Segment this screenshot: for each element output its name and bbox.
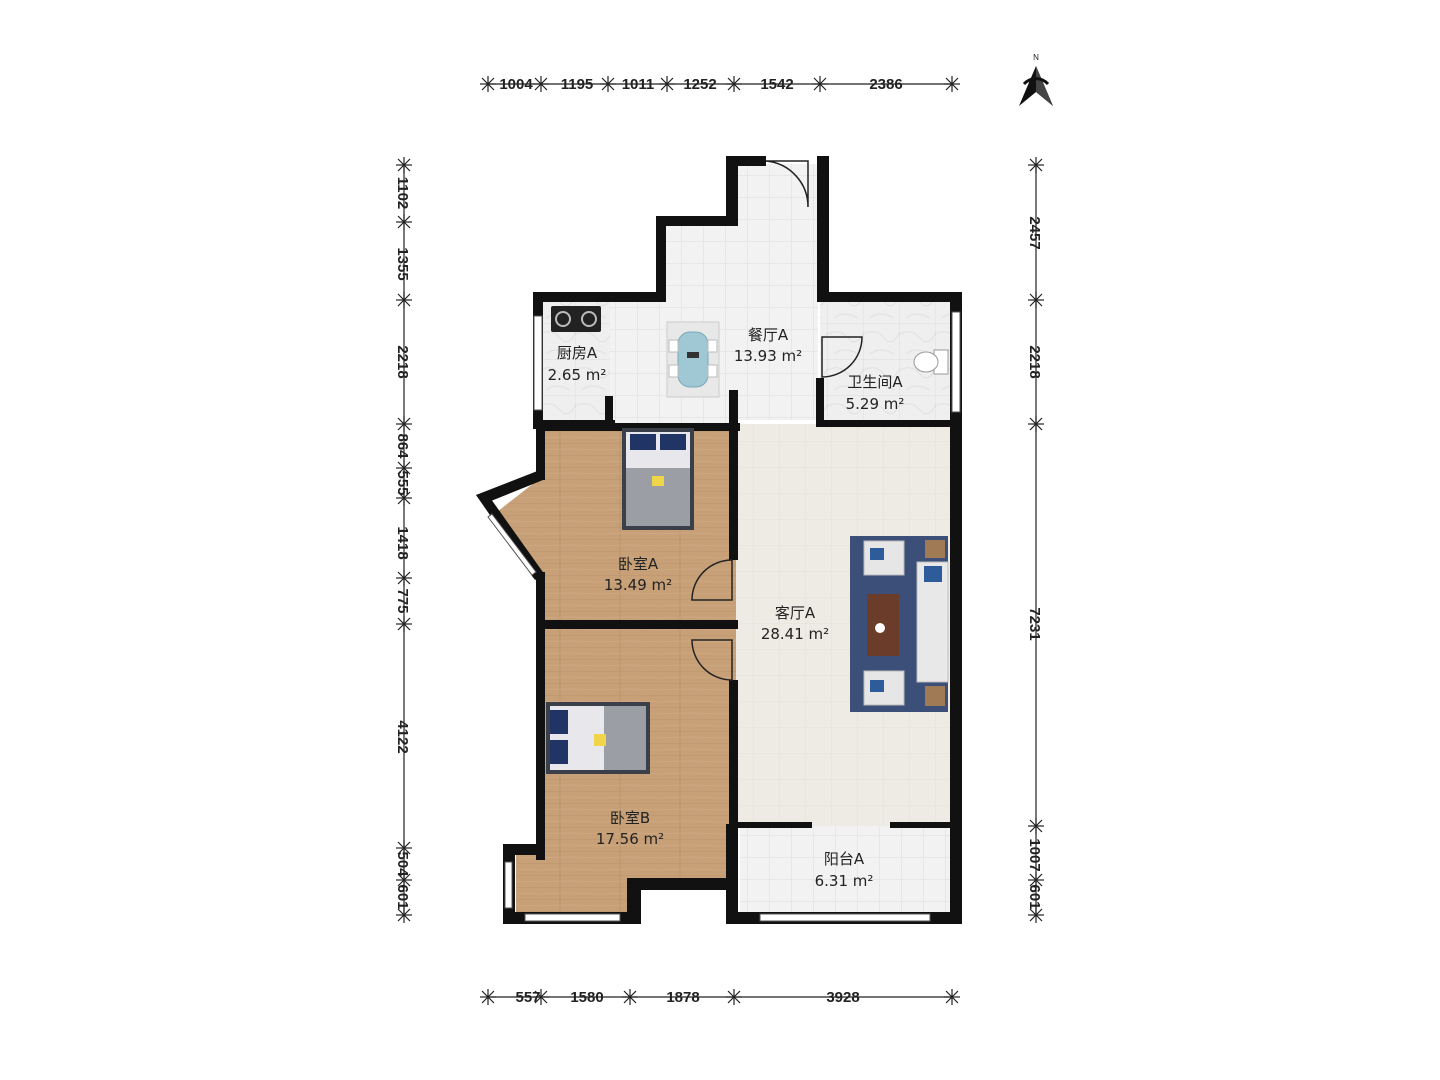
door-swing xyxy=(691,639,733,681)
wall xyxy=(729,390,738,428)
dim-bottom-label: 1580 xyxy=(570,989,603,1006)
room-area-living: 28.41 m² xyxy=(761,625,829,643)
room-name-living: 客厅A xyxy=(775,604,816,622)
wall xyxy=(627,878,738,890)
room-area-bedroom-b: 17.56 m² xyxy=(596,830,664,848)
door-swing xyxy=(765,160,809,208)
dim-right-label: 1007 xyxy=(1026,838,1043,871)
room-name-bedroom-a: 卧室A xyxy=(618,555,659,573)
door-swing xyxy=(821,336,863,378)
stove-icon xyxy=(551,306,601,332)
dim-top-label: 1004 xyxy=(499,76,533,93)
bed-b-icon xyxy=(546,702,650,774)
room-labels: 餐厅A 13.93 m² 厨房A 2.65 m² 卫生间A 5.29 m² 卧室… xyxy=(548,326,905,890)
wall xyxy=(816,420,955,427)
living-set-icon xyxy=(850,536,949,712)
dim-left-label: 1418 xyxy=(394,526,411,559)
wall xyxy=(726,156,766,166)
dim-labels-top: 1004 1195 1011 1252 1542 2386 xyxy=(499,76,902,93)
dim-bottom-label: 1878 xyxy=(666,989,699,1006)
wall xyxy=(536,572,545,860)
room-area-balcony: 6.31 m² xyxy=(815,872,874,890)
wall xyxy=(540,620,738,629)
door-swing xyxy=(691,559,733,601)
wall xyxy=(536,428,545,480)
dim-left-label: 601 xyxy=(394,884,411,909)
wall xyxy=(476,470,543,503)
wall xyxy=(729,428,738,560)
room-name-balcony: 阳台A xyxy=(824,850,865,868)
room-name-kitchen: 厨房A xyxy=(557,344,598,362)
balcony-floor xyxy=(740,826,955,915)
room-name-dining: 餐厅A xyxy=(748,326,789,344)
wall xyxy=(656,216,738,226)
dimension-lines xyxy=(403,83,1037,998)
dim-bottom-label: 3928 xyxy=(826,989,859,1006)
dim-top-label: 1252 xyxy=(683,76,716,93)
room-name-bathroom: 卫生间A xyxy=(847,373,903,391)
wall xyxy=(817,156,829,298)
dining-floor xyxy=(610,164,820,425)
window xyxy=(759,913,931,922)
wall xyxy=(627,880,641,924)
toilet-icon xyxy=(913,349,949,375)
wall xyxy=(503,844,543,855)
dim-left-label: 775 xyxy=(394,588,411,613)
dim-left-label: 1355 xyxy=(394,247,411,280)
wall xyxy=(729,680,738,890)
dim-right-label: 601 xyxy=(1026,884,1043,909)
window xyxy=(504,861,513,909)
doors xyxy=(691,160,863,681)
dim-labels-right: 2457 2218 7231 1007 601 xyxy=(1026,216,1043,909)
room-area-bathroom: 5.29 m² xyxy=(846,395,905,413)
room-area-bedroom-a: 13.49 m² xyxy=(604,576,672,594)
dim-labels-left: 1102 1355 2218 864 555 1418 775 4122 504… xyxy=(394,177,411,910)
wall xyxy=(605,396,613,426)
north-label: N xyxy=(1033,53,1039,62)
room-area-kitchen: 2.65 m² xyxy=(548,366,607,384)
dim-top-label: 1011 xyxy=(622,76,655,93)
wall xyxy=(950,292,962,924)
dim-top-label: 2386 xyxy=(869,76,902,93)
dim-bottom-label: 557 xyxy=(515,989,540,1006)
bed-a-icon xyxy=(622,428,694,530)
wall xyxy=(533,292,666,302)
dim-right-label: 2457 xyxy=(1026,216,1043,249)
windows xyxy=(487,311,961,922)
dim-right-label: 7231 xyxy=(1026,607,1043,640)
dimension-ticks xyxy=(396,76,1044,1005)
wall xyxy=(476,492,545,580)
furniture xyxy=(546,306,949,774)
room-area-dining: 13.93 m² xyxy=(734,347,802,365)
wall xyxy=(656,216,666,302)
room-name-bedroom-b: 卧室B xyxy=(610,809,650,827)
wall xyxy=(890,822,955,828)
dim-left-label: 864 xyxy=(394,433,411,459)
wall xyxy=(816,378,824,426)
window xyxy=(487,513,537,576)
dim-left-label: 4122 xyxy=(394,720,411,753)
dim-labels-bottom: 557 1580 1878 3928 xyxy=(515,989,859,1006)
dim-left-label: 2218 xyxy=(394,345,411,378)
dining-table-icon xyxy=(666,321,720,398)
dim-top-label: 1542 xyxy=(760,76,793,93)
dim-left-label: 1102 xyxy=(394,177,411,210)
dim-left-label: 504 xyxy=(394,851,411,877)
window xyxy=(524,913,621,922)
wall xyxy=(726,824,738,924)
wall xyxy=(540,423,740,431)
dim-top-label: 1195 xyxy=(561,76,594,93)
dim-right-label: 2218 xyxy=(1026,345,1043,378)
wall xyxy=(817,292,962,302)
dim-left-label: 555 xyxy=(394,470,411,495)
north-arrow-icon: N xyxy=(1019,53,1053,106)
wall xyxy=(736,822,812,828)
window xyxy=(951,311,961,413)
window xyxy=(533,315,543,411)
wall xyxy=(726,156,738,226)
